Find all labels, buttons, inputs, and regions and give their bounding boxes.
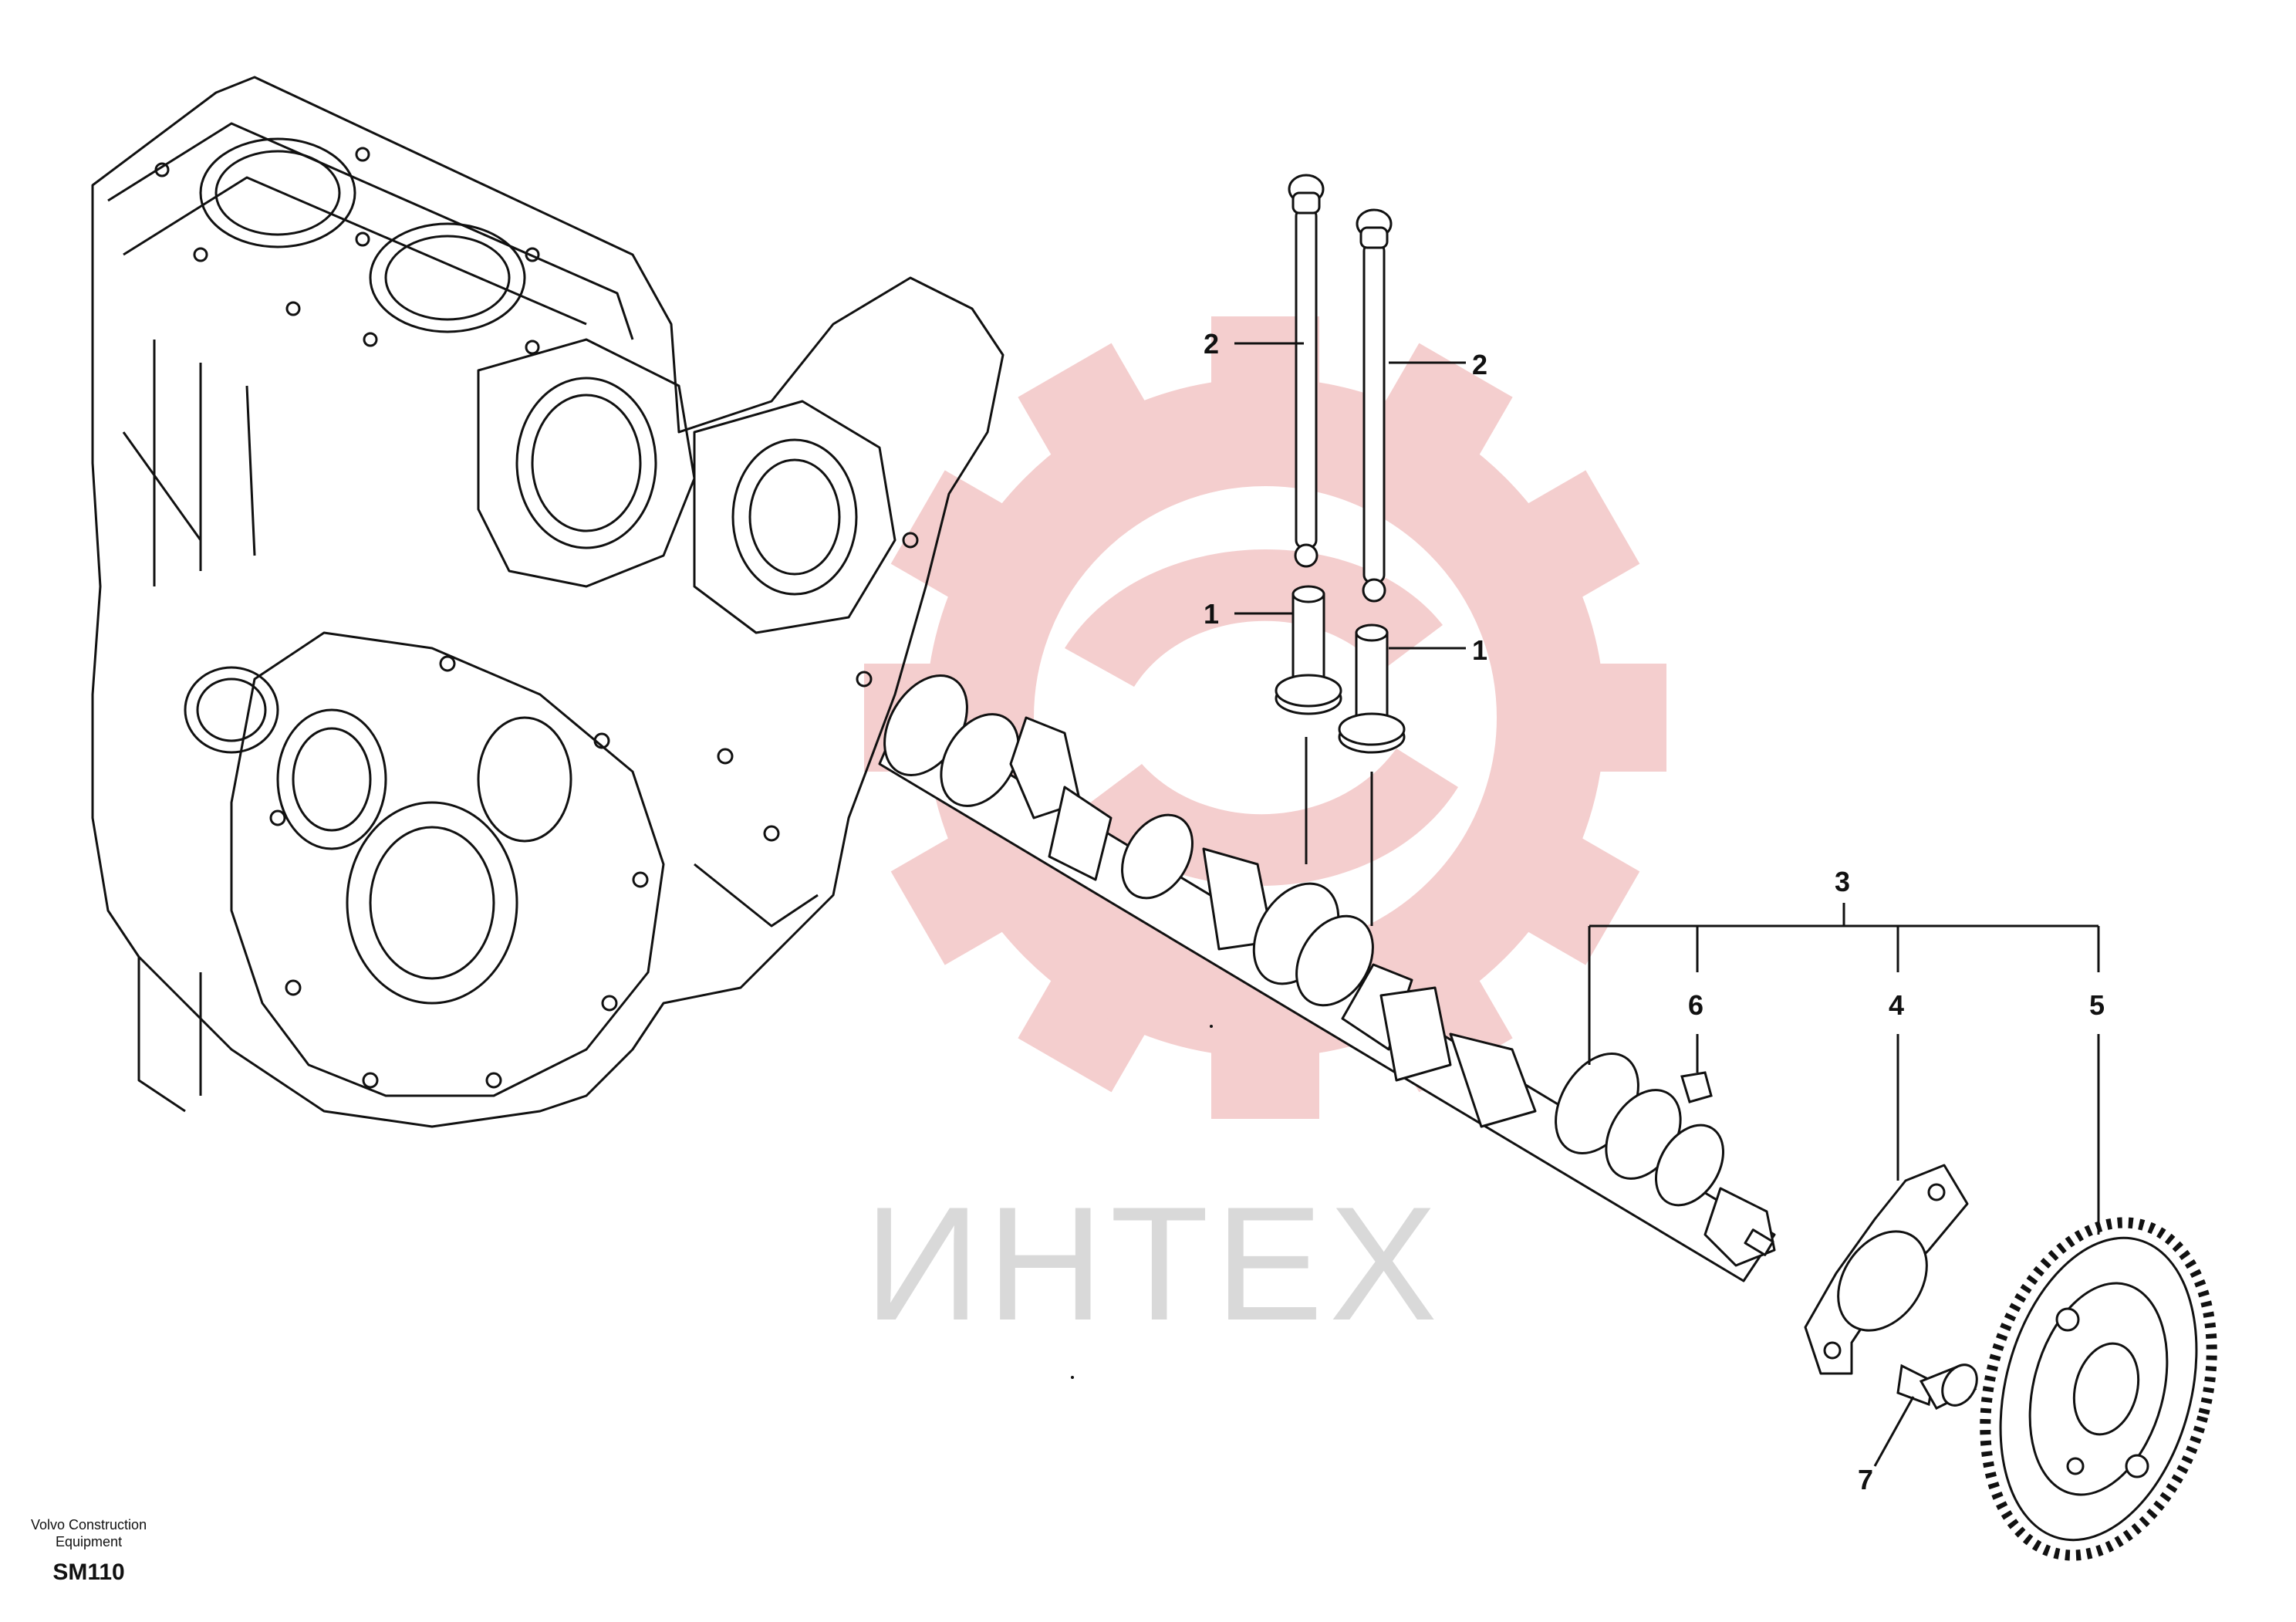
callout-4: 4 [1889,989,1904,1021]
callout-6: 6 [1688,989,1703,1021]
tappet-right [1338,623,1406,754]
callout-5: 5 [2089,989,2105,1021]
stray-dot [1071,1376,1074,1379]
brand-line-2: Equipment [56,1534,123,1549]
callout-7: 7 [1858,1464,1873,1495]
camshaft [878,674,1776,1282]
callout-3: 3 [1835,866,1850,897]
stray-dot [1210,1025,1213,1028]
callout-1-left: 1 [1204,598,1219,630]
tappet-left [1275,585,1342,715]
push-rod-right [1356,208,1393,603]
engine-block [91,76,1004,1128]
thrust-plate [1804,1164,1969,1375]
footer-caption: Volvo Construction Equipment SM110 [31,1516,147,1586]
callout-2-right: 2 [1472,349,1487,380]
model-code: SM110 [52,1559,125,1585]
callout-1-right: 1 [1472,634,1487,666]
camshaft-gear [1980,1217,2217,1561]
leader-lines [1234,342,2100,1467]
bolt [1896,1363,1978,1410]
tappet-guide-lines [1305,737,1373,926]
push-rod-left [1288,174,1325,568]
brand-line-1: Volvo Construction [31,1517,147,1532]
woodruff-key [1680,1071,1713,1103]
watermark-text: ИНТЕХ [864,1173,1443,1354]
callout-2-left: 2 [1204,328,1219,360]
